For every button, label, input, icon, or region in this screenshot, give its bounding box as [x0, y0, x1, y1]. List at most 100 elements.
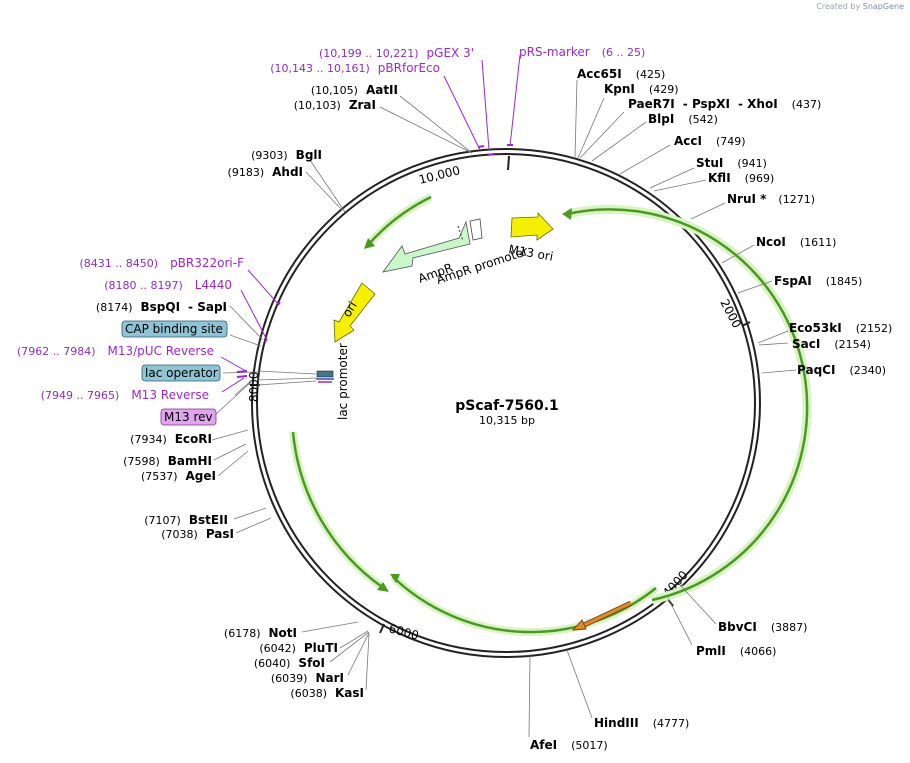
tick-label-8000: 8000: [247, 371, 261, 402]
primer-m13reverse: (7949 .. 7965)M13 Reverse: [41, 388, 209, 402]
leader-lac-box-2: [257, 377, 317, 381]
primer-tick-pbr322ori: [277, 301, 281, 306]
enzyme-kasi: (6038)KasI: [290, 686, 364, 700]
cap-binding-site-box: [121, 320, 228, 338]
lac-promoter-block: [316, 370, 334, 378]
leader-bgli: [309, 159, 346, 213]
enzyme-acc65i: Acc65I(425): [577, 67, 665, 81]
leader-paer7i: [579, 111, 625, 159]
orf-arc-bottom-head: [390, 574, 400, 583]
primer-pgex: (10,199 .. 10,221)pGEX 3': [319, 46, 474, 60]
orf-arc-top: [367, 195, 432, 246]
leader-eco53ki: [757, 330, 789, 344]
leader-kfli: [653, 179, 707, 192]
snapgene-logo: SnapGene: [862, 2, 904, 11]
leader-lac-box-1: [257, 370, 317, 375]
leader-paqci: [761, 369, 797, 374]
leader-fspai: [737, 280, 773, 294]
orf-arc-right-head: [562, 208, 572, 220]
primer-pbrforeco: (10,143 .. 10,161)pBRforEco: [270, 61, 440, 75]
orf-arc-left: [291, 431, 386, 591]
leader-blpi: [591, 121, 647, 162]
enzyme-saci: SacI(2154): [792, 337, 871, 351]
ampR-divider: [457, 225, 464, 242]
leader-nrui: [690, 202, 726, 220]
enzyme-ahdi: (9183)AhdI: [228, 165, 303, 179]
tick-6000: [379, 623, 385, 634]
enzyme-fspai: FspAI(1845): [774, 274, 862, 288]
leader-agei: [217, 450, 249, 477]
enzyme-paer7i: PaeR7I- PspXI- XhoI(437): [628, 97, 821, 111]
backbone-inner: [256, 153, 756, 653]
leader-m13rev: [214, 381, 252, 416]
enzyme-afei: AfeI(5017): [530, 738, 608, 752]
lac-operator-label: lac operator: [145, 366, 218, 380]
primer-prs-marker: pRS-marker(6 .. 25): [519, 45, 645, 59]
enzyme-ecori: (7934)EcoRI: [130, 432, 212, 446]
enzyme-bsteii: (7107)BstEII: [144, 513, 228, 527]
leader-sfoi: [329, 631, 370, 663]
tick-label-6000: 6000: [387, 621, 420, 642]
leader-bbvci: [679, 584, 717, 625]
leader-ecori: [211, 429, 249, 441]
orf-arc-left-halo: [289, 431, 388, 593]
enzyme-sfoi: (6040)SfoI: [254, 656, 325, 670]
leader-cap: [229, 334, 262, 347]
primer-tick-l4440: [264, 338, 268, 343]
lac-promoter-label: lac promoter: [336, 343, 350, 420]
leader-pmli: [667, 597, 693, 646]
enzyme-zrai: (10,103)ZraI: [294, 98, 376, 112]
orf-arc-top-head: [364, 238, 375, 249]
enzyme-kfli: KflI(969): [708, 171, 774, 185]
enzyme-bamhi: (7598)BamHI: [123, 454, 212, 468]
leader-aatii: [399, 95, 473, 154]
leader-pluti: [339, 630, 369, 649]
enzyme-ncoi: NcoI(1611): [756, 235, 836, 249]
tick-label-10000: 10,000: [417, 163, 461, 187]
enzyme-paqci: PaqCI(2340): [797, 363, 886, 377]
enzyme-pasi: (7038)PasI: [161, 527, 234, 541]
orf-arc-right: [566, 208, 809, 602]
origin-tick: [507, 155, 510, 171]
leader-l4440: [240, 289, 268, 341]
leader-acc65i: [574, 79, 578, 158]
lac-operator-box: [141, 364, 221, 382]
plasmid-size: 10,315 bp: [479, 414, 535, 427]
primer-l4440: (8180 .. 8197)L4440: [104, 278, 232, 292]
leader-m13puc: [220, 356, 247, 372]
cap-binding-site-label: CAP binding site: [125, 322, 223, 336]
leader-bspqi: [229, 305, 264, 341]
enzyme-pmli: PmlI(4066): [696, 644, 776, 658]
enzyme-agei: (7537)AgeI: [141, 469, 216, 483]
leader-saci: [758, 342, 789, 346]
enzyme-hindiii: HindIII(4777): [594, 716, 689, 730]
leader-lac-box-3: [257, 380, 317, 386]
leader-afei: [528, 653, 531, 738]
orf-arc-right-halo: [566, 204, 812, 605]
primer-ticks: [236, 144, 513, 378]
ampR-arrow: [382, 220, 471, 273]
enzyme-nrui: NruI *(1271): [727, 192, 815, 206]
enzyme-bbvci: BbvCI(3887): [718, 620, 807, 634]
ampR-promoter-box: [469, 218, 483, 241]
leader-nari: [347, 632, 370, 676]
ori-arrow: [333, 282, 376, 343]
primer-tick-pbrforeco: [477, 145, 485, 148]
leader-pbrforeco: [443, 75, 481, 151]
enzyme-blpi: BlpI(542): [648, 112, 718, 126]
enzyme-stui: StuI(941): [696, 156, 767, 170]
leader-kpni: [577, 97, 605, 159]
leader-m13-reverse: [234, 379, 253, 396]
leader-bsteii: [233, 507, 267, 520]
primer-pbr322ori: (8431 .. 8450)pBR322ori-F: [80, 256, 245, 270]
m13-rev-label: M13 rev: [164, 410, 213, 424]
leader-acci: [619, 144, 671, 175]
leader-ahdi: [305, 171, 343, 211]
orange-feature-head: [571, 619, 587, 631]
enzyme-bgli: (9303)BglI: [251, 148, 322, 162]
enzyme-noti: (6178)NotI: [224, 626, 297, 640]
enzyme-aatii: (10,105)AatII: [311, 83, 398, 97]
leader-kasi: [365, 633, 370, 691]
leader-m13rev-primer: [221, 377, 245, 393]
